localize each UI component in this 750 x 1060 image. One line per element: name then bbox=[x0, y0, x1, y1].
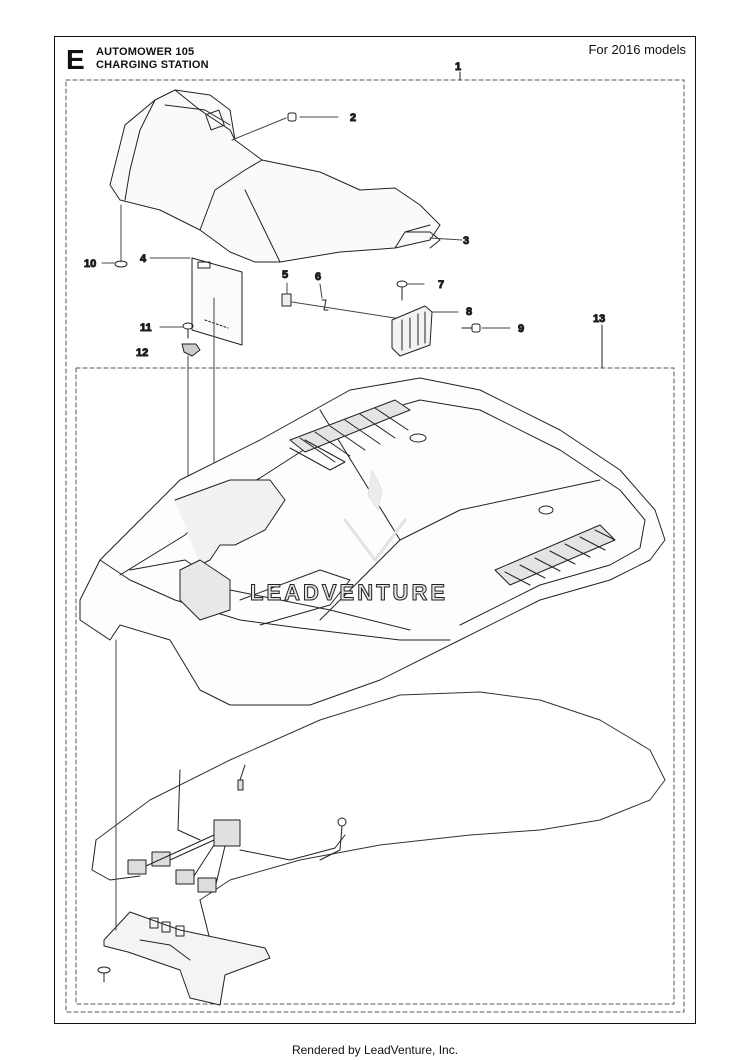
callout-9: 9 bbox=[518, 323, 524, 335]
callout-13: 13 bbox=[593, 313, 605, 325]
callout-2: 2 bbox=[350, 112, 356, 124]
callout-6: 6 bbox=[315, 271, 321, 283]
callout-4: 4 bbox=[140, 253, 147, 265]
callout-11: 11 bbox=[140, 322, 152, 334]
callout-10: 10 bbox=[84, 258, 96, 270]
callout-1: 1 bbox=[455, 61, 461, 73]
callout-12: 12 bbox=[136, 347, 148, 359]
section-letter: E bbox=[66, 44, 85, 75]
right-vents bbox=[494, 524, 616, 586]
assembly-1-box bbox=[65, 79, 685, 1013]
callout-7: 7 bbox=[438, 279, 444, 291]
diagram-frame bbox=[54, 36, 696, 1024]
screw-part-9 bbox=[461, 323, 511, 333]
screw-part-10 bbox=[101, 204, 128, 268]
diagram-subtitle: CHARGING STATION bbox=[96, 59, 209, 71]
contact-plate-bracket bbox=[103, 911, 271, 1006]
diagram-title: AUTOMOWER 105 bbox=[96, 46, 195, 58]
screw-part-7 bbox=[396, 280, 425, 301]
watermark-text: LEADVENTURE bbox=[250, 580, 448, 605]
leader-3 bbox=[429, 237, 463, 241]
charging-base-part bbox=[79, 377, 666, 706]
footer-credit: Rendered by LeadVenture, Inc. bbox=[291, 1043, 459, 1057]
wire-harness bbox=[91, 691, 666, 961]
leadventure-watermark: LEADVENTURE bbox=[250, 469, 448, 606]
screw-part-11 bbox=[159, 322, 194, 339]
assembly-13-box bbox=[75, 367, 675, 1005]
top-cover-part bbox=[109, 89, 441, 263]
callout-5: 5 bbox=[282, 269, 288, 281]
left-vents bbox=[289, 399, 411, 471]
callout-3: 3 bbox=[463, 235, 469, 247]
connector-part-5 bbox=[281, 282, 292, 307]
screw-bottom bbox=[97, 966, 111, 983]
callout-8: 8 bbox=[466, 306, 472, 318]
model-note: For 2016 models bbox=[588, 42, 686, 57]
contact-bracket-part bbox=[391, 305, 459, 357]
spring-part-6 bbox=[291, 283, 396, 319]
screw-part-2 bbox=[231, 112, 339, 141]
